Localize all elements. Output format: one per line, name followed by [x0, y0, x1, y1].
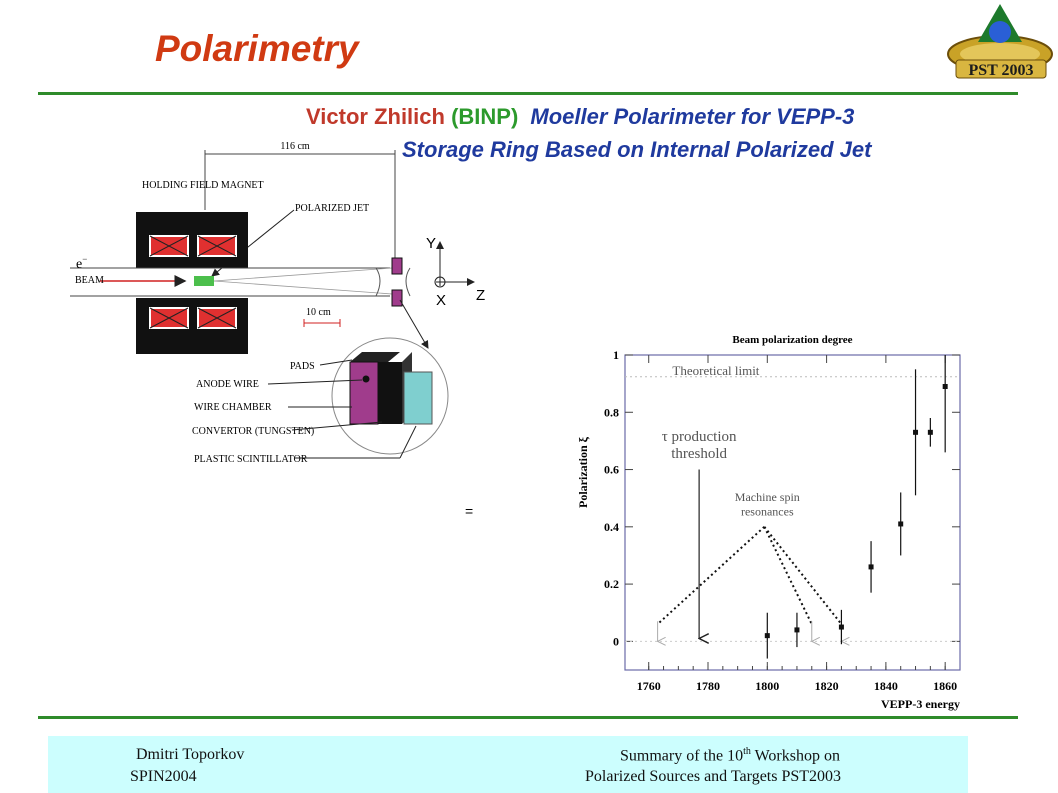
data-point — [764, 633, 770, 639]
coil-cross — [197, 235, 237, 257]
y-axis-label: Polarization ξ — [576, 436, 590, 508]
x-axis-label: VEPP-3 energy — [881, 697, 960, 711]
logo-globe-icon — [989, 21, 1011, 43]
resonance-dotted-line — [656, 526, 766, 625]
y-tick-label: 0.6 — [604, 463, 619, 477]
spin-resonance-label-2: resonances — [741, 504, 794, 518]
axis-z-label: Z — [476, 287, 485, 304]
coil-cross — [149, 307, 189, 329]
zoom-pointer — [399, 299, 429, 349]
footer-event: SPIN2004 — [130, 768, 197, 785]
holding-field-magnet-label: HOLDING FIELD MAGNET — [142, 180, 264, 191]
plot-frame — [624, 354, 961, 671]
footer-summary-line-2: Polarized Sources and Targets PST2003 — [585, 768, 842, 785]
data-point — [927, 429, 933, 435]
speaker-name: Victor Zhilich — [306, 104, 445, 129]
data-point — [913, 429, 919, 435]
data-point — [838, 624, 844, 630]
anode-leader — [267, 379, 363, 385]
talk-title-line-2: Storage Ring Based on Internal Polarized… — [402, 137, 872, 162]
top-divider — [38, 92, 1018, 95]
logo-banner — [955, 59, 1047, 79]
resonance-dotted-line — [763, 526, 813, 625]
dimension-label: 116 cm — [280, 141, 310, 152]
pads-top — [350, 352, 400, 362]
wire-chamber-label: WIRE CHAMBER — [194, 402, 272, 413]
data-point — [794, 627, 800, 633]
x-tick-label: 1800 — [755, 679, 779, 693]
pst-logo: PST 2003 — [947, 4, 1053, 79]
plastic-scintillator-label: PLASTIC SCINTILLATOR — [194, 454, 308, 465]
scatter-cone-upper — [213, 267, 393, 282]
anode-wire-dot — [362, 375, 370, 383]
slide-title: Polarimetry — [155, 28, 359, 69]
convertor — [378, 362, 402, 424]
window-curve-right — [405, 267, 411, 297]
spin-resonance-label-1: Machine spin — [735, 490, 800, 504]
magnified-detector-circle — [331, 337, 449, 455]
logo-text: PST 2003 — [968, 62, 1033, 79]
footer-author: Dmitri Toporkov — [136, 746, 245, 763]
subtitle-line-1: Victor Zhilich (BINP) Moeller Polarimete… — [306, 104, 854, 130]
convertor-label: CONVERTOR (TUNGSTEN) — [192, 426, 314, 437]
anode-wire-label: ANODE WIRE — [196, 379, 259, 390]
detector-lower — [391, 289, 403, 307]
wire-chamber — [349, 361, 379, 425]
tau-threshold-label-1: τ production — [662, 429, 737, 445]
x-tick-label: 1820 — [815, 679, 839, 693]
x-tick-label: 1840 — [874, 679, 898, 693]
resonance-dotted-line — [763, 526, 843, 625]
polarized-jet-target — [194, 276, 214, 286]
theoretical-limit-label: Theoretical limit — [672, 363, 759, 378]
x-tick-label: 1780 — [696, 679, 720, 693]
window-curve-left — [375, 267, 381, 297]
data-point — [898, 521, 904, 527]
y-tick-label: 0.2 — [604, 577, 619, 591]
data-point — [942, 384, 948, 389]
speaker-institute: (BINP) — [451, 104, 519, 129]
tau-threshold-label-2: threshold — [671, 446, 727, 462]
talk-title-line-1: Moeller Polarimeter for VEPP-3 — [530, 104, 855, 129]
y-tick-label: 1 — [613, 348, 619, 362]
footer-summary-line-1: Summary of the 10th Workshop on — [620, 746, 840, 765]
detector-upper — [391, 257, 403, 275]
electron-label: e− — [76, 254, 87, 272]
chart-title: Beam polarization degree — [732, 334, 852, 346]
data-point — [868, 564, 874, 570]
bottom-divider — [38, 716, 1018, 719]
plastic-scintillator — [403, 371, 433, 425]
x-tick-label: 1760 — [637, 679, 661, 693]
pads-leader — [319, 359, 353, 366]
scintillator-leader-2 — [399, 425, 417, 459]
x-tick-label: 1860 — [933, 679, 957, 693]
axis-y-label: Y — [426, 235, 436, 252]
beam-label: BEAM — [75, 275, 104, 286]
scale-label: 10 cm — [306, 307, 331, 318]
scatter-cone-lower — [213, 280, 393, 295]
footer: Dmitri Toporkov SPIN2004 Summary of the … — [48, 736, 968, 793]
coil-cross — [149, 235, 189, 257]
coil-cross — [197, 307, 237, 329]
axis-x-label: X — [436, 292, 446, 309]
apparatus-diagram: 116 cm HOLDING FIELD MAGNET POLARIZED JE… — [70, 141, 485, 465]
pads-label: PADS — [290, 361, 315, 372]
y-tick-label: 0.4 — [604, 520, 619, 534]
stray-mark: = — [465, 503, 474, 519]
convertor-leader — [291, 421, 383, 431]
axis-x-marker — [434, 276, 446, 288]
y-tick-label: 0.8 — [604, 405, 619, 419]
y-tick-label: 0 — [613, 634, 619, 648]
polarized-jet-label: POLARIZED JET — [295, 203, 369, 214]
